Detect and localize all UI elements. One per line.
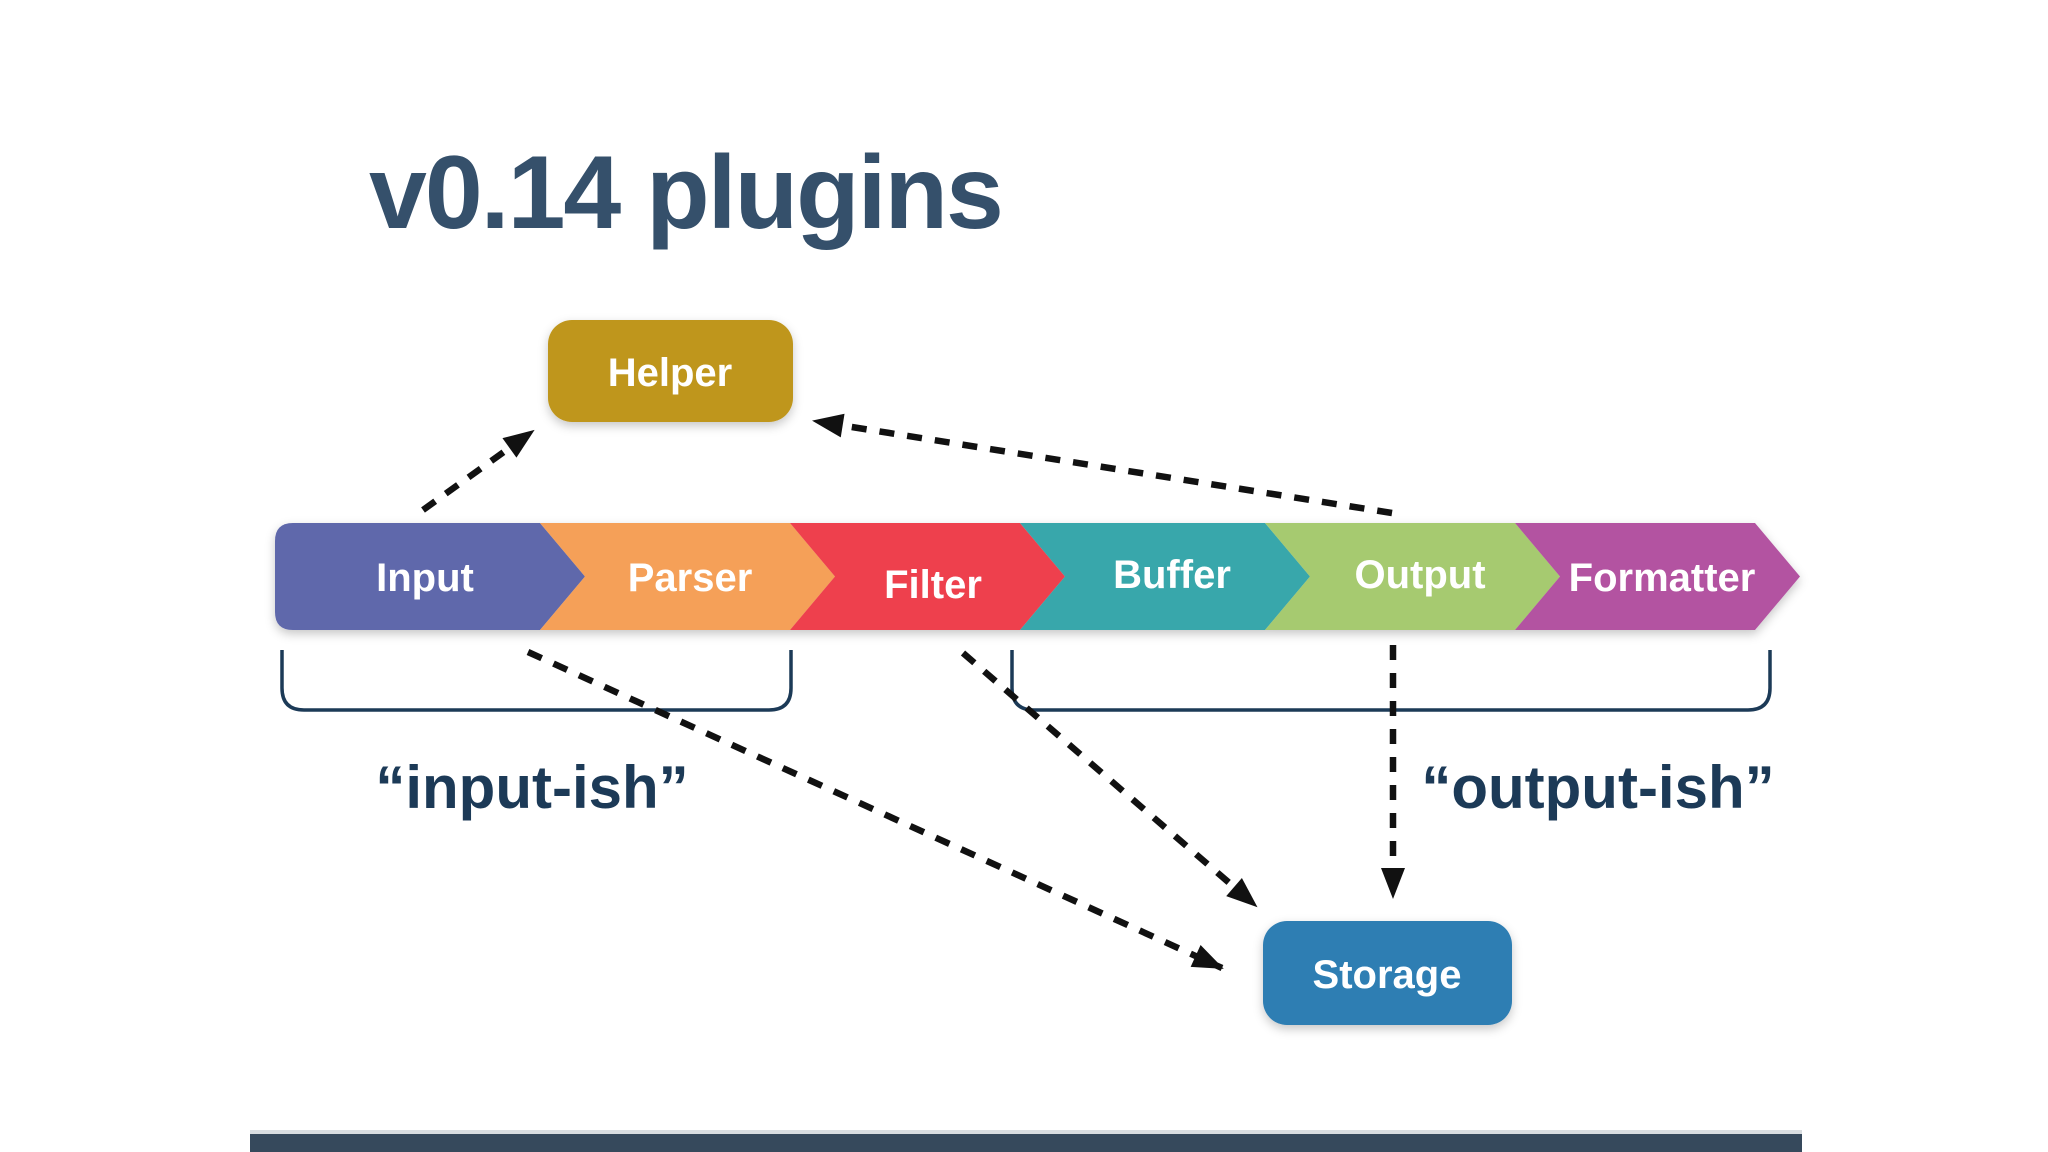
stage-parser-shape (540, 523, 835, 630)
output-ish-label: “output-ish” (1421, 754, 1774, 821)
stage-formatter-label: Formatter (1569, 556, 1756, 600)
stage-input-shape (275, 523, 585, 630)
connector-arrows (421, 413, 1405, 971)
stage-filter-label: Filter (884, 563, 982, 607)
pipeline: Input Parser Filter Buffer Output Format… (275, 523, 1800, 630)
input-group-bracket (280, 650, 793, 712)
stage-filter: Filter (790, 523, 1065, 630)
stage-output-shape (1265, 523, 1560, 630)
helper-node: Helper (548, 320, 793, 422)
footer-bar (250, 1134, 1802, 1152)
stage-formatter: Formatter (1515, 523, 1800, 630)
storage-label: Storage (1313, 953, 1462, 997)
footer-bar-highlight (250, 1130, 1802, 1134)
stage-parser: Parser (540, 523, 835, 630)
arrow-filter-to-storage (960, 650, 1259, 909)
helper-label: Helper (608, 351, 733, 395)
arrow-output-to-helper (812, 413, 1393, 517)
stage-input: Input (275, 523, 585, 630)
stage-parser-label: Parser (628, 556, 753, 600)
stage-formatter-shape (1515, 523, 1800, 630)
storage-box (1263, 921, 1512, 1025)
page-title: v0.14 plugins (369, 135, 1002, 251)
stage-output-label: Output (1354, 553, 1485, 597)
input-ish-label: “input-ish” (375, 754, 688, 821)
stage-buffer-shape (1020, 523, 1310, 630)
arrow-input-to-helper (421, 428, 535, 513)
storage-node: Storage (1263, 921, 1512, 1025)
stage-buffer: Buffer (1020, 523, 1310, 630)
stage-input-label: Input (376, 556, 474, 600)
stage-output: Output (1265, 523, 1560, 630)
stage-buffer-label: Buffer (1113, 553, 1231, 597)
stage-filter-shape (790, 523, 1065, 630)
helper-box (548, 320, 793, 422)
